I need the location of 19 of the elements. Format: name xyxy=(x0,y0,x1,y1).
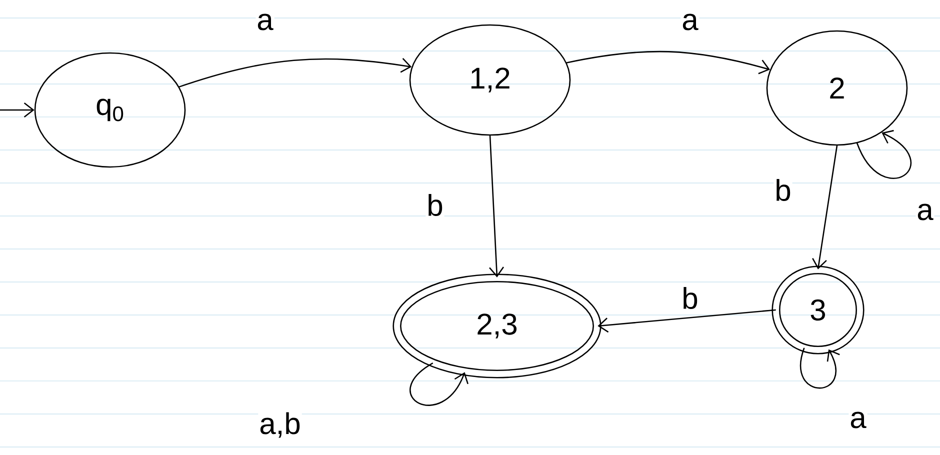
accepting-state: 3 xyxy=(772,266,864,354)
loop-arrow xyxy=(800,348,840,389)
edge-label: b xyxy=(680,286,700,310)
loop-arrow xyxy=(856,130,912,179)
loop-arrow xyxy=(410,362,468,406)
accepting-state: 2,3 xyxy=(392,274,602,378)
edge-label: a xyxy=(848,410,868,430)
edge-label: b xyxy=(774,178,792,202)
arrow xyxy=(812,145,838,270)
edge-label: a xyxy=(916,202,934,222)
edge-label: a,b xyxy=(258,411,302,439)
arrow xyxy=(566,50,770,74)
arrow xyxy=(598,309,776,333)
edge-label: a xyxy=(680,12,700,32)
arrow xyxy=(178,58,412,88)
edge-label: b xyxy=(426,192,444,217)
edge-label: a xyxy=(256,12,274,32)
arrow xyxy=(489,135,504,278)
start-arrow xyxy=(0,102,34,118)
